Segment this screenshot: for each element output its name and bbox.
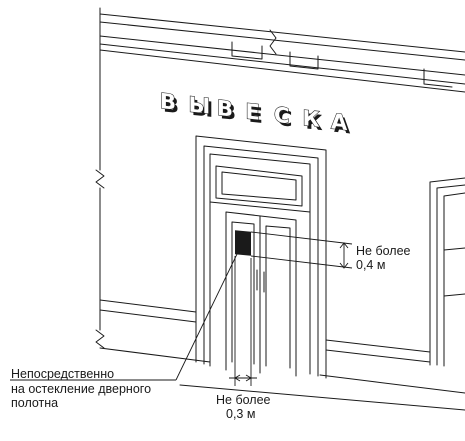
sign-letter-shadow: Ы	[192, 95, 214, 122]
placement-note-line3: полотна	[11, 396, 59, 410]
door-portal	[195, 135, 327, 379]
sill-band	[99, 299, 431, 363]
height-label-line1: Не более	[356, 244, 411, 258]
sign-letter-shadow: В	[163, 91, 179, 118]
sign-letter-shadow: К	[305, 108, 322, 135]
sign-letter: В	[217, 95, 233, 122]
sign-letter: Е	[246, 98, 260, 124]
placement-note-line1: Непосредственно	[11, 367, 115, 381]
sign-letter: С	[274, 102, 289, 129]
width-label: Не более 0,3 м	[216, 393, 271, 421]
height-label: Не более 0,4 м	[356, 244, 411, 272]
sign-letter: К	[303, 105, 320, 132]
wall-left-edge	[95, 7, 105, 349]
height-dimension	[250, 231, 353, 269]
width-label-line2: 0,3 м	[226, 407, 256, 421]
sign-letter-shadow: Е	[248, 102, 262, 128]
placement-leader	[10, 251, 239, 381]
sign-letter: Ы	[189, 91, 211, 118]
height-label-line2: 0,4 м	[356, 258, 386, 272]
placement-note-line2: на остекление дверного	[11, 382, 152, 396]
sign-letter-shadow: А	[334, 112, 351, 139]
sign-letter: А	[331, 108, 348, 135]
door-leaves	[225, 211, 297, 377]
width-label-line1: Не более	[216, 393, 271, 407]
sign-letter-shadow: С	[277, 105, 292, 132]
placement-note: Непосредственно на остекление дверного п…	[11, 367, 151, 410]
cornice	[99, 13, 465, 93]
transom	[209, 165, 311, 213]
width-dimension	[229, 256, 257, 386]
adjacent-portal	[429, 177, 465, 367]
door-sign-placard	[235, 230, 251, 256]
sign-letter-shadow: В	[220, 98, 236, 125]
upper-openings	[231, 41, 453, 88]
wall-base	[99, 347, 465, 394]
ground-line	[179, 384, 465, 411]
sign-letter: В	[160, 88, 176, 115]
